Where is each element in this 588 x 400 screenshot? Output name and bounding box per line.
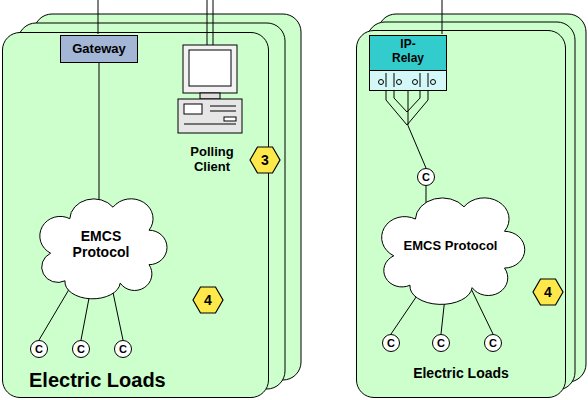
load-circle: C — [382, 334, 400, 352]
callout-number: 4 — [544, 284, 552, 300]
contact — [431, 80, 436, 85]
callout-number: 3 — [261, 152, 269, 168]
case-button — [224, 117, 236, 121]
callout-hexagon — [250, 147, 280, 173]
drive-slot — [210, 106, 236, 107]
contact — [413, 80, 418, 85]
node-label: Gateway — [72, 42, 125, 57]
protocol-cloud: EMCS Protocol — [383, 197, 518, 295]
node-label: EMCS Protocol — [66, 228, 136, 260]
contact — [428, 73, 429, 87]
connector-line — [408, 91, 426, 168]
network-wire — [207, 0, 208, 45]
client-label: Polling Client — [181, 145, 243, 175]
load-circle: C — [417, 168, 435, 186]
computer-icon — [178, 45, 242, 133]
load-letter: C — [387, 337, 395, 350]
cloud-shape — [40, 199, 167, 299]
load-letter: C — [77, 343, 85, 356]
relay-wire — [394, 90, 420, 112]
monitor — [183, 45, 237, 93]
site-panel: Electric LoadsIP-RelayCEMCS ProtocolCCC — [356, 30, 566, 398]
gateway-box: Gateway — [60, 35, 138, 63]
relay-contacts — [379, 73, 436, 125]
callout-number: 4 — [204, 292, 212, 308]
load-circle: C — [72, 340, 90, 358]
contact — [420, 73, 421, 87]
screen — [189, 50, 231, 86]
relay-wire — [407, 90, 428, 125]
load-letter: C — [489, 337, 497, 350]
callout-hexagon — [533, 279, 563, 305]
case-line — [184, 124, 236, 125]
relay-wire — [386, 90, 407, 125]
monitor-stand — [200, 93, 220, 99]
load-circle: C — [30, 340, 48, 358]
network-wire — [442, 0, 443, 34]
protocol-cloud: EMCS Protocol — [41, 198, 161, 290]
cloud-shape — [382, 198, 525, 305]
load-letter: C — [422, 171, 430, 184]
callout-hexagon — [193, 287, 223, 313]
contact — [397, 80, 402, 85]
panel-heading: Electric Loads — [29, 369, 166, 392]
drive-slot — [210, 111, 236, 112]
node-label: IP-Relay — [387, 38, 429, 65]
contact — [379, 80, 384, 85]
contact — [386, 73, 387, 87]
network-wire — [213, 0, 214, 45]
node-label: EMCS Protocol — [404, 239, 498, 254]
load-circle: C — [114, 340, 132, 358]
load-letter: C — [119, 343, 127, 356]
load-letter: C — [437, 337, 445, 350]
contact — [394, 73, 395, 87]
load-circle: C — [484, 334, 502, 352]
drive-bay — [184, 104, 202, 114]
connector-line — [99, 63, 100, 216]
computer-case — [178, 99, 242, 133]
load-circle: C — [432, 334, 450, 352]
network-wire — [98, 0, 99, 34]
load-letter: C — [35, 343, 43, 356]
panel-heading: Electric Loads — [357, 365, 565, 381]
